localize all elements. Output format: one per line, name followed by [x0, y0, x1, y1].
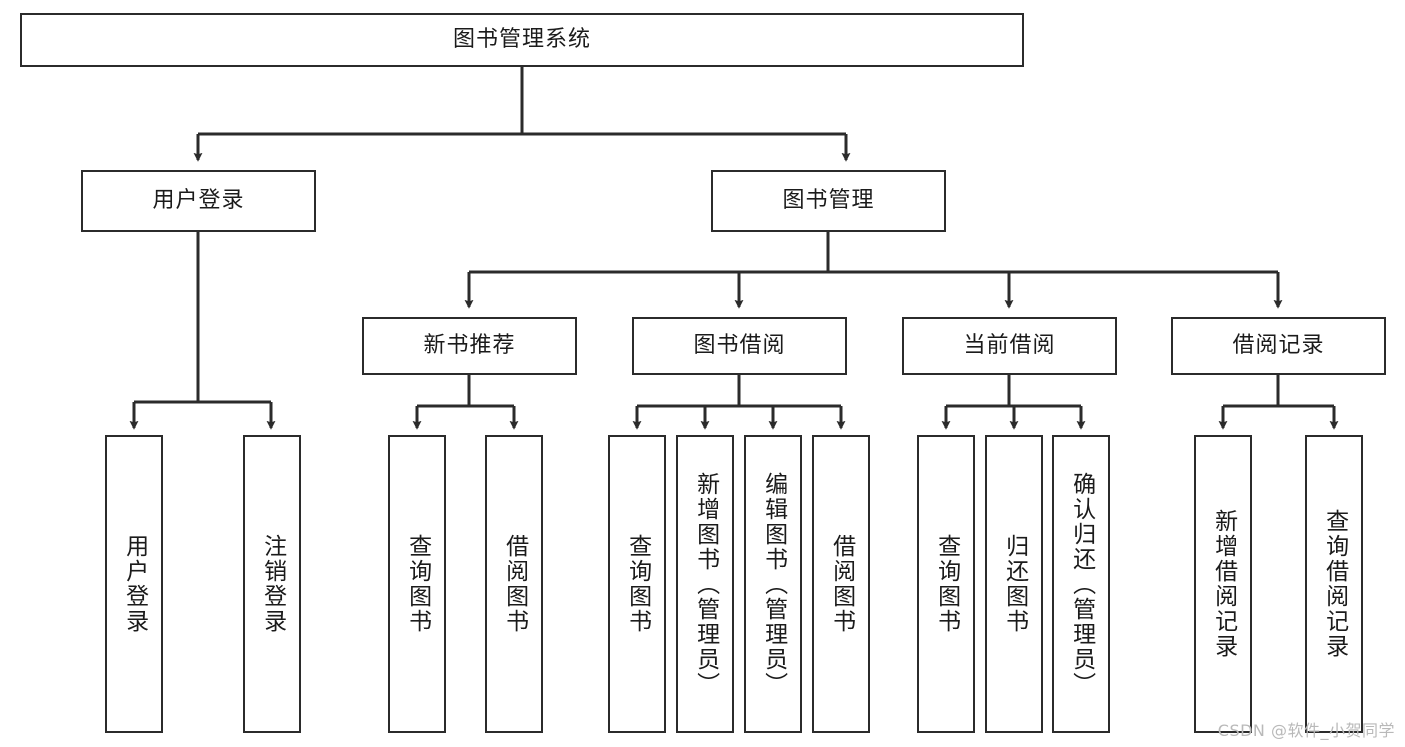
- edges-root-to-level1: [193, 67, 851, 162]
- edges-newbook-to-leaves: [412, 375, 519, 430]
- node-label: 图书管理: [782, 188, 875, 213]
- leaf-label: 用户登录: [121, 534, 148, 634]
- leaf-return-book[interactable]: 归还图书: [985, 435, 1043, 733]
- node-current-borrow[interactable]: 当前借阅: [902, 317, 1117, 375]
- node-label: 图书借阅: [693, 333, 786, 358]
- node-label: 图书管理系统: [452, 27, 591, 52]
- leaf-add-borrow-record[interactable]: 新增借阅记录: [1194, 435, 1252, 733]
- edges-borrowrecord-to-leaves: [1218, 375, 1339, 430]
- leaf-user-login[interactable]: 用户登录: [105, 435, 163, 733]
- leaf-edit-book[interactable]: 编辑图书（管理员）: [744, 435, 802, 733]
- leaf-confirm-return[interactable]: 确认归还（管理员）: [1052, 435, 1110, 733]
- node-label: 借阅记录: [1232, 333, 1325, 358]
- leaf-label: 注销登录: [259, 534, 286, 634]
- node-user-login[interactable]: 用户登录: [81, 170, 316, 232]
- leaf-logout-login[interactable]: 注销登录: [243, 435, 301, 733]
- leaf-label: 借阅图书: [828, 534, 855, 634]
- node-book-management-system[interactable]: 图书管理系统: [20, 13, 1024, 67]
- leaf-query-book-borrow[interactable]: 查询图书: [608, 435, 666, 733]
- leaf-label: 借阅图书: [501, 534, 528, 634]
- edges-currentborrow-to-leaves: [941, 375, 1086, 430]
- leaf-label: 查询借阅记录: [1321, 509, 1348, 659]
- node-book-borrow[interactable]: 图书借阅: [632, 317, 847, 375]
- leaf-label: 确认归还（管理员）: [1068, 471, 1095, 697]
- leaf-label: 归还图书: [1001, 534, 1028, 634]
- edges-booksmgmt-to-level2: [464, 232, 1283, 309]
- leaf-query-borrow-record[interactable]: 查询借阅记录: [1305, 435, 1363, 733]
- csdn-watermark: CSDN @软件_小贺同学: [1217, 721, 1395, 740]
- leaf-label: 新增借阅记录: [1210, 509, 1237, 659]
- leaf-label: 查询图书: [933, 534, 960, 634]
- node-book-management[interactable]: 图书管理: [711, 170, 946, 232]
- node-new-book-recommend[interactable]: 新书推荐: [362, 317, 577, 375]
- leaf-borrow-book[interactable]: 借阅图书: [812, 435, 870, 733]
- node-label: 用户登录: [152, 188, 245, 213]
- node-label: 新书推荐: [423, 333, 516, 358]
- edges-userlogin-to-leaves: [129, 232, 276, 430]
- leaf-add-book[interactable]: 新增图书（管理员）: [676, 435, 734, 733]
- leaf-label: 编辑图书（管理员）: [760, 471, 787, 697]
- leaf-query-book-recommend[interactable]: 查询图书: [388, 435, 446, 733]
- node-label: 当前借阅: [963, 333, 1056, 358]
- edges-bookborrow-to-leaves: [632, 375, 846, 430]
- leaf-query-book-current[interactable]: 查询图书: [917, 435, 975, 733]
- leaf-label: 查询图书: [624, 534, 651, 634]
- leaf-borrow-book-recommend[interactable]: 借阅图书: [485, 435, 543, 733]
- leaf-label: 新增图书（管理员）: [692, 471, 719, 697]
- node-borrow-record[interactable]: 借阅记录: [1171, 317, 1386, 375]
- leaf-label: 查询图书: [404, 534, 431, 634]
